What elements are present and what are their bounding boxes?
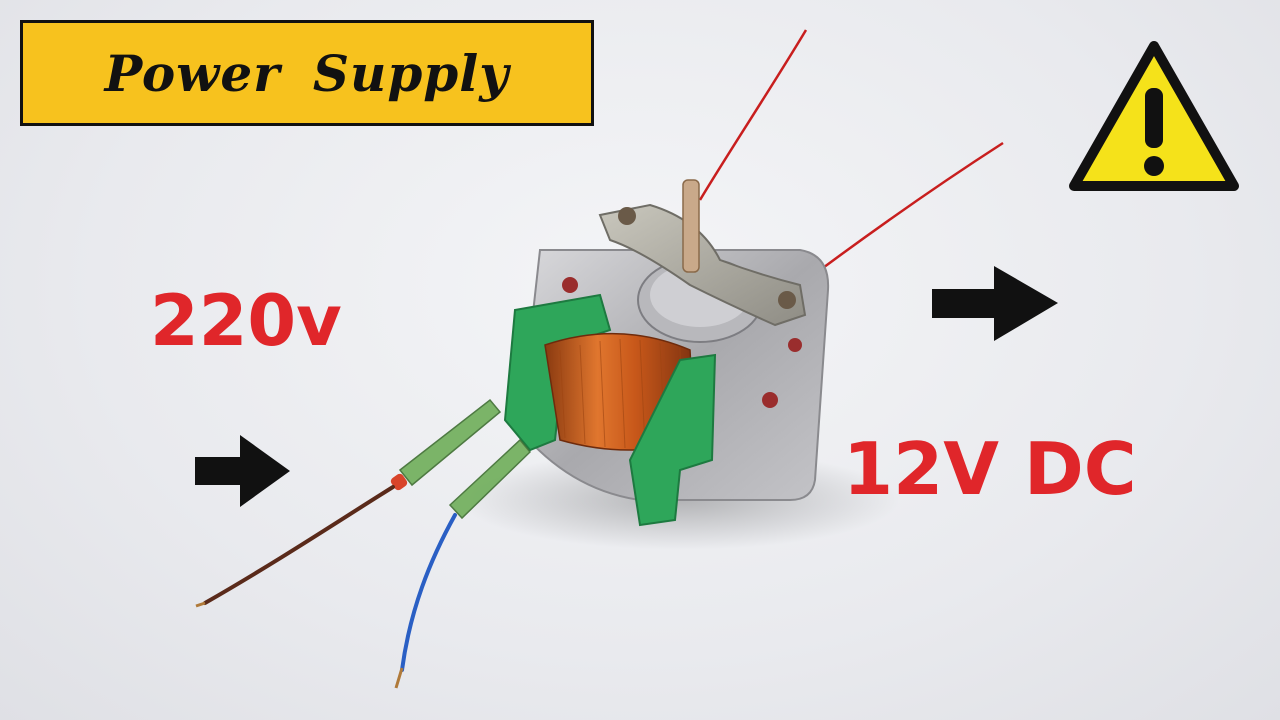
terminal-sleeve — [398, 398, 502, 487]
warning-triangle-icon — [1069, 41, 1239, 191]
stator-hole — [762, 392, 778, 408]
red-wire-left — [698, 29, 808, 201]
motor-shaft — [682, 179, 700, 273]
output-voltage-label: 12V DC — [843, 427, 1137, 511]
arrow-right-icon — [932, 266, 1058, 341]
blue-wire — [400, 513, 457, 672]
stator-hole — [562, 277, 578, 293]
page-title: Power Supply — [104, 43, 510, 103]
red-wire-right — [799, 141, 1004, 287]
stator-hole — [788, 338, 802, 352]
brown-wire — [203, 485, 395, 605]
bearing-bracket — [598, 203, 807, 327]
title-banner: Power Supply — [20, 20, 594, 126]
arrow-right-icon — [195, 435, 290, 507]
input-voltage-label: 220v — [150, 280, 342, 362]
bobbin-right — [628, 353, 717, 527]
terminal-sleeve — [448, 438, 532, 520]
